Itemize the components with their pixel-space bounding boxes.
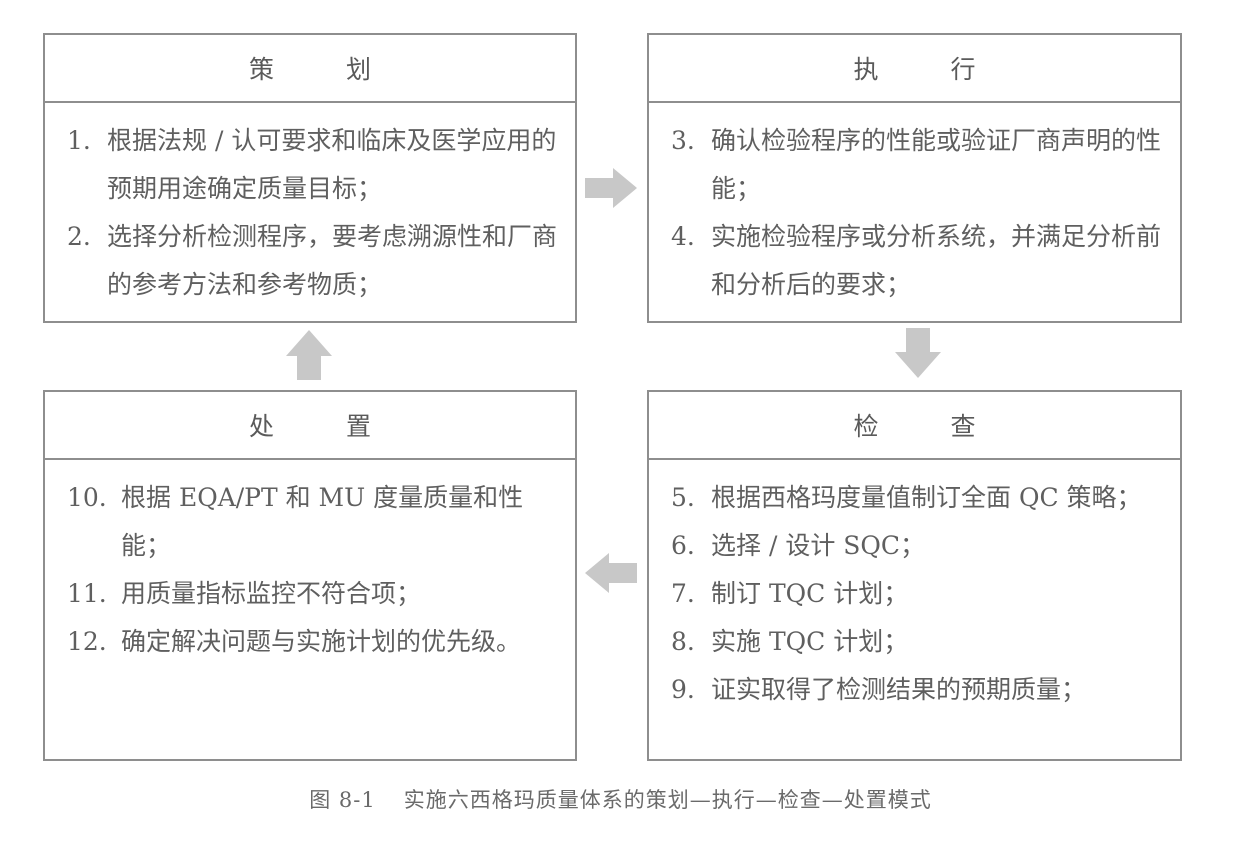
item-text: 确认检验程序的性能或验证厂商声明的性能； bbox=[711, 126, 1162, 203]
do-title-char-2: 行 bbox=[950, 55, 976, 84]
act-title-char-2: 置 bbox=[346, 412, 372, 441]
item-number: 4. bbox=[671, 222, 695, 251]
act-title-char-1: 处 bbox=[248, 412, 274, 441]
figure-number: 图 8-1 bbox=[309, 788, 376, 812]
act-box: 处 置 10. 根据 EQA/PT 和 MU 度量质量和性能； 11. 用质量指… bbox=[43, 390, 577, 761]
plan-box-title: 策 划 bbox=[45, 35, 575, 103]
item-number: 6. bbox=[671, 531, 695, 560]
check-item-8: 8. 实施 TQC 计划； bbox=[671, 618, 1162, 666]
check-box-title: 检 查 bbox=[649, 392, 1180, 460]
arrow-down-icon bbox=[895, 328, 941, 378]
item-number: 10. bbox=[67, 483, 107, 512]
act-item-11: 11. 用质量指标监控不符合项； bbox=[67, 570, 557, 618]
plan-title-char-2: 划 bbox=[346, 55, 372, 84]
item-number: 12. bbox=[67, 627, 107, 656]
act-item-10: 10. 根据 EQA/PT 和 MU 度量质量和性能； bbox=[67, 474, 557, 570]
arrow-up-icon bbox=[286, 330, 332, 380]
plan-item-1: 1. 根据法规 / 认可要求和临床及医学应用的预期用途确定质量目标； bbox=[67, 117, 557, 213]
do-item-4: 4. 实施检验程序或分析系统，并满足分析前和分析后的要求； bbox=[671, 213, 1162, 309]
item-number: 2. bbox=[67, 222, 91, 251]
item-text: 实施检验程序或分析系统，并满足分析前和分析后的要求； bbox=[711, 222, 1162, 299]
check-item-7: 7. 制订 TQC 计划； bbox=[671, 570, 1162, 618]
item-number: 7. bbox=[671, 579, 695, 608]
act-box-title: 处 置 bbox=[45, 392, 575, 460]
plan-title-char-1: 策 bbox=[248, 55, 274, 84]
arrow-right-icon bbox=[585, 168, 637, 208]
plan-box: 策 划 1. 根据法规 / 认可要求和临床及医学应用的预期用途确定质量目标； 2… bbox=[43, 33, 577, 323]
check-box: 检 查 5. 根据西格玛度量值制订全面 QC 策略； 6. 选择 / 设计 SQ… bbox=[647, 390, 1182, 761]
check-item-9: 9. 证实取得了检测结果的预期质量； bbox=[671, 666, 1162, 714]
figure-caption: 图 8-1 实施六西格玛质量体系的策划—执行—检查—处置模式 bbox=[0, 784, 1241, 814]
item-text: 实施 TQC 计划； bbox=[711, 627, 909, 656]
plan-box-body: 1. 根据法规 / 认可要求和临床及医学应用的预期用途确定质量目标； 2. 选择… bbox=[45, 103, 575, 309]
item-text: 制订 TQC 计划； bbox=[711, 579, 909, 608]
item-number: 9. bbox=[671, 675, 695, 704]
do-box-body: 3. 确认检验程序的性能或验证厂商声明的性能； 4. 实施检验程序或分析系统，并… bbox=[649, 103, 1180, 309]
item-text: 根据 EQA/PT 和 MU 度量质量和性能； bbox=[121, 483, 524, 560]
item-number: 1. bbox=[67, 126, 91, 155]
item-text: 证实取得了检测结果的预期质量； bbox=[711, 675, 1087, 704]
check-title-char-1: 检 bbox=[853, 412, 879, 441]
plan-item-2: 2. 选择分析检测程序，要考虑溯源性和厂商的参考方法和参考物质； bbox=[67, 213, 557, 309]
item-text: 用质量指标监控不符合项； bbox=[121, 579, 422, 608]
item-text: 选择 / 设计 SQC； bbox=[711, 531, 926, 560]
item-number: 5. bbox=[671, 483, 695, 512]
figure-caption-text: 实施六西格玛质量体系的策划—执行—检查—处置模式 bbox=[403, 788, 932, 812]
item-number: 3. bbox=[671, 126, 695, 155]
item-text: 确定解决问题与实施计划的优先级。 bbox=[121, 627, 522, 656]
do-box: 执 行 3. 确认检验程序的性能或验证厂商声明的性能； 4. 实施检验程序或分析… bbox=[647, 33, 1182, 323]
item-text: 根据西格玛度量值制订全面 QC 策略； bbox=[711, 483, 1142, 512]
item-text: 根据法规 / 认可要求和临床及医学应用的预期用途确定质量目标； bbox=[107, 126, 557, 203]
check-item-5: 5. 根据西格玛度量值制订全面 QC 策略； bbox=[671, 474, 1162, 522]
item-number: 11. bbox=[67, 579, 107, 608]
act-box-body: 10. 根据 EQA/PT 和 MU 度量质量和性能； 11. 用质量指标监控不… bbox=[45, 460, 575, 666]
do-item-3: 3. 确认检验程序的性能或验证厂商声明的性能； bbox=[671, 117, 1162, 213]
do-box-title: 执 行 bbox=[649, 35, 1180, 103]
item-text: 选择分析检测程序，要考虑溯源性和厂商的参考方法和参考物质； bbox=[107, 222, 558, 299]
arrow-left-icon bbox=[585, 553, 637, 593]
check-title-char-2: 查 bbox=[950, 412, 976, 441]
act-item-12: 12. 确定解决问题与实施计划的优先级。 bbox=[67, 618, 557, 666]
check-item-6: 6. 选择 / 设计 SQC； bbox=[671, 522, 1162, 570]
item-number: 8. bbox=[671, 627, 695, 656]
check-box-body: 5. 根据西格玛度量值制订全面 QC 策略； 6. 选择 / 设计 SQC； 7… bbox=[649, 460, 1180, 714]
do-title-char-1: 执 bbox=[853, 55, 879, 84]
